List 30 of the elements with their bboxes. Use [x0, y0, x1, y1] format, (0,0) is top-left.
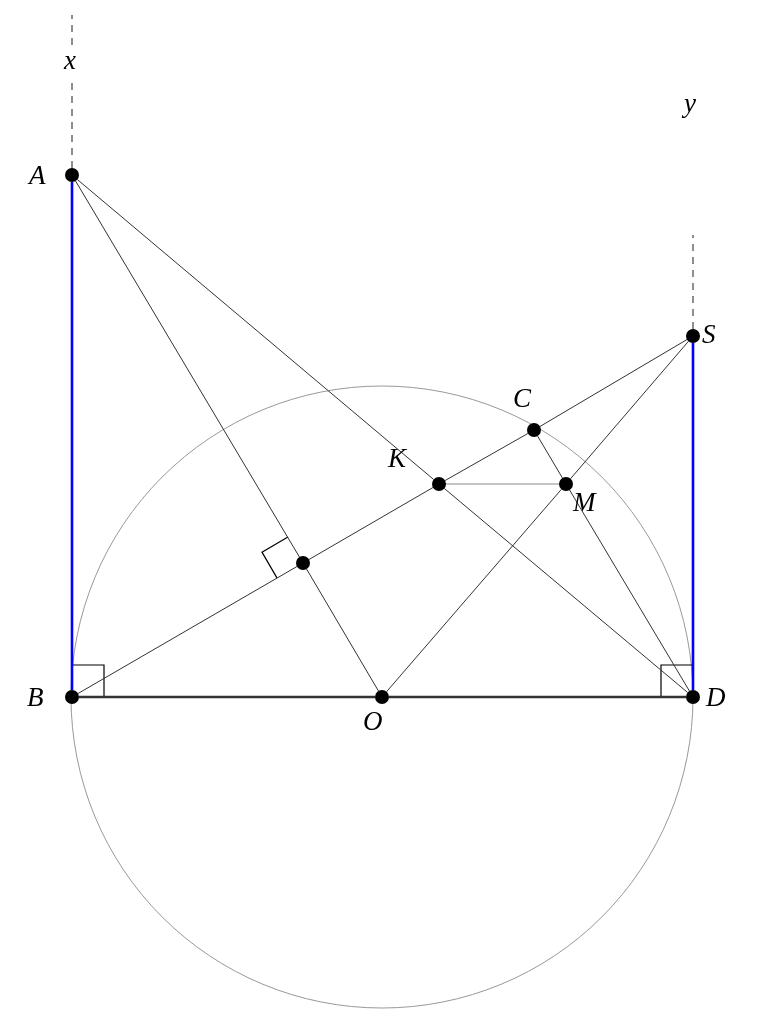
line-segment	[537, 435, 563, 479]
point-label: S	[702, 321, 716, 348]
point-label: M	[573, 489, 596, 516]
line-segment	[569, 489, 690, 692]
point-label: K	[388, 445, 406, 472]
line-segment	[306, 568, 379, 692]
dashed-ray	[71, 14, 73, 169]
point-label: B	[27, 684, 44, 711]
line-segment	[79, 695, 375, 699]
line-segment	[445, 483, 560, 485]
line-segment	[539, 339, 688, 427]
point-label: D	[706, 684, 726, 711]
point-label: O	[363, 708, 383, 735]
point-label: A	[29, 162, 46, 189]
line-segment	[77, 566, 298, 694]
line-segment	[389, 695, 686, 699]
line-segment	[444, 432, 529, 482]
line-segment	[386, 488, 562, 693]
line-segment	[570, 340, 689, 480]
line-segment	[691, 343, 695, 690]
line-segment	[75, 180, 300, 558]
line-segment	[443, 488, 689, 693]
line-segment	[76, 179, 435, 480]
point-marker	[296, 556, 310, 570]
axis-label: x	[64, 46, 76, 74]
line-segment	[308, 487, 434, 560]
line-segment	[70, 182, 74, 690]
point-label: C	[513, 385, 531, 412]
axis-label: y	[684, 89, 696, 117]
dashed-ray	[692, 234, 694, 330]
